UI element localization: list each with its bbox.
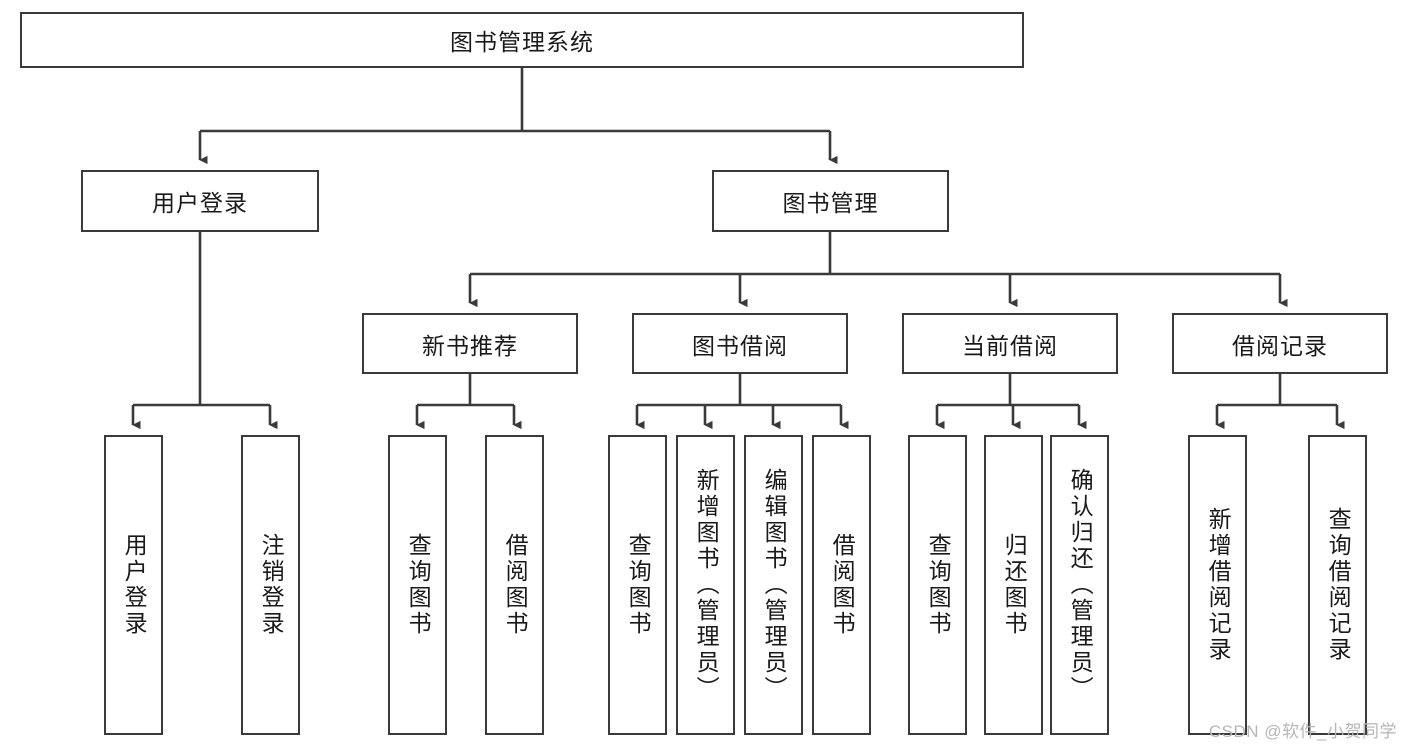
node-label: 借阅记录 bbox=[1232, 332, 1328, 359]
leaf-add-record[interactable]: 新增借阅记录 bbox=[1188, 435, 1247, 735]
node-label: 当前借阅 bbox=[962, 332, 1058, 359]
csdn-watermark: CSDN @软件_小贺同学 bbox=[1208, 722, 1397, 741]
leaf-confirm-return[interactable]: 确认归还（管理员） bbox=[1050, 435, 1109, 735]
node-label: 图书管理 bbox=[782, 190, 879, 216]
leaf-borrow-book-2[interactable]: 借阅图书 bbox=[812, 435, 871, 735]
node-user-login[interactable]: 用户登录 bbox=[81, 170, 319, 232]
node-label: 用户登录 bbox=[152, 190, 248, 216]
leaf-query-book-1[interactable]: 查询图书 bbox=[388, 435, 447, 735]
node-book-manage[interactable]: 图书管理 bbox=[712, 170, 949, 232]
node-label: 图书管理系统 bbox=[450, 29, 594, 55]
node-new-book-recommend[interactable]: 新书推荐 bbox=[362, 313, 578, 374]
leaf-edit-book[interactable]: 编辑图书（管理员） bbox=[744, 435, 803, 735]
node-label: 借阅图书 bbox=[502, 533, 529, 637]
leaf-query-record[interactable]: 查询借阅记录 bbox=[1308, 435, 1367, 735]
node-label: 新增图书（管理员） bbox=[693, 468, 720, 702]
node-label: 新增借阅记录 bbox=[1205, 507, 1232, 663]
node-borrow-record[interactable]: 借阅记录 bbox=[1172, 313, 1388, 374]
leaf-user-login[interactable]: 用户登录 bbox=[104, 435, 163, 735]
node-label: 确认归还（管理员） bbox=[1067, 468, 1094, 702]
node-label: 借阅图书 bbox=[829, 533, 856, 637]
node-root-system[interactable]: 图书管理系统 bbox=[20, 12, 1024, 68]
leaf-add-book[interactable]: 新增图书（管理员） bbox=[676, 435, 735, 735]
leaf-borrow-book-1[interactable]: 借阅图书 bbox=[485, 435, 544, 735]
node-label: 图书借阅 bbox=[692, 332, 788, 359]
node-label: 查询图书 bbox=[925, 533, 952, 637]
leaf-query-book-2[interactable]: 查询图书 bbox=[608, 435, 667, 735]
node-label: 用户登录 bbox=[121, 533, 148, 637]
node-label: 查询图书 bbox=[625, 533, 652, 637]
node-label: 归还图书 bbox=[1001, 533, 1028, 637]
node-label: 新书推荐 bbox=[422, 332, 518, 359]
node-label: 注销登录 bbox=[258, 533, 285, 637]
leaf-user-logout[interactable]: 注销登录 bbox=[241, 435, 300, 735]
node-current-borrow[interactable]: 当前借阅 bbox=[902, 313, 1118, 374]
node-label: 查询借阅记录 bbox=[1325, 507, 1352, 663]
leaf-return-book[interactable]: 归还图书 bbox=[984, 435, 1043, 735]
node-label: 编辑图书（管理员） bbox=[761, 468, 788, 702]
node-book-borrow[interactable]: 图书借阅 bbox=[632, 313, 848, 374]
node-label: 查询图书 bbox=[405, 533, 432, 637]
leaf-query-book-3[interactable]: 查询图书 bbox=[908, 435, 967, 735]
